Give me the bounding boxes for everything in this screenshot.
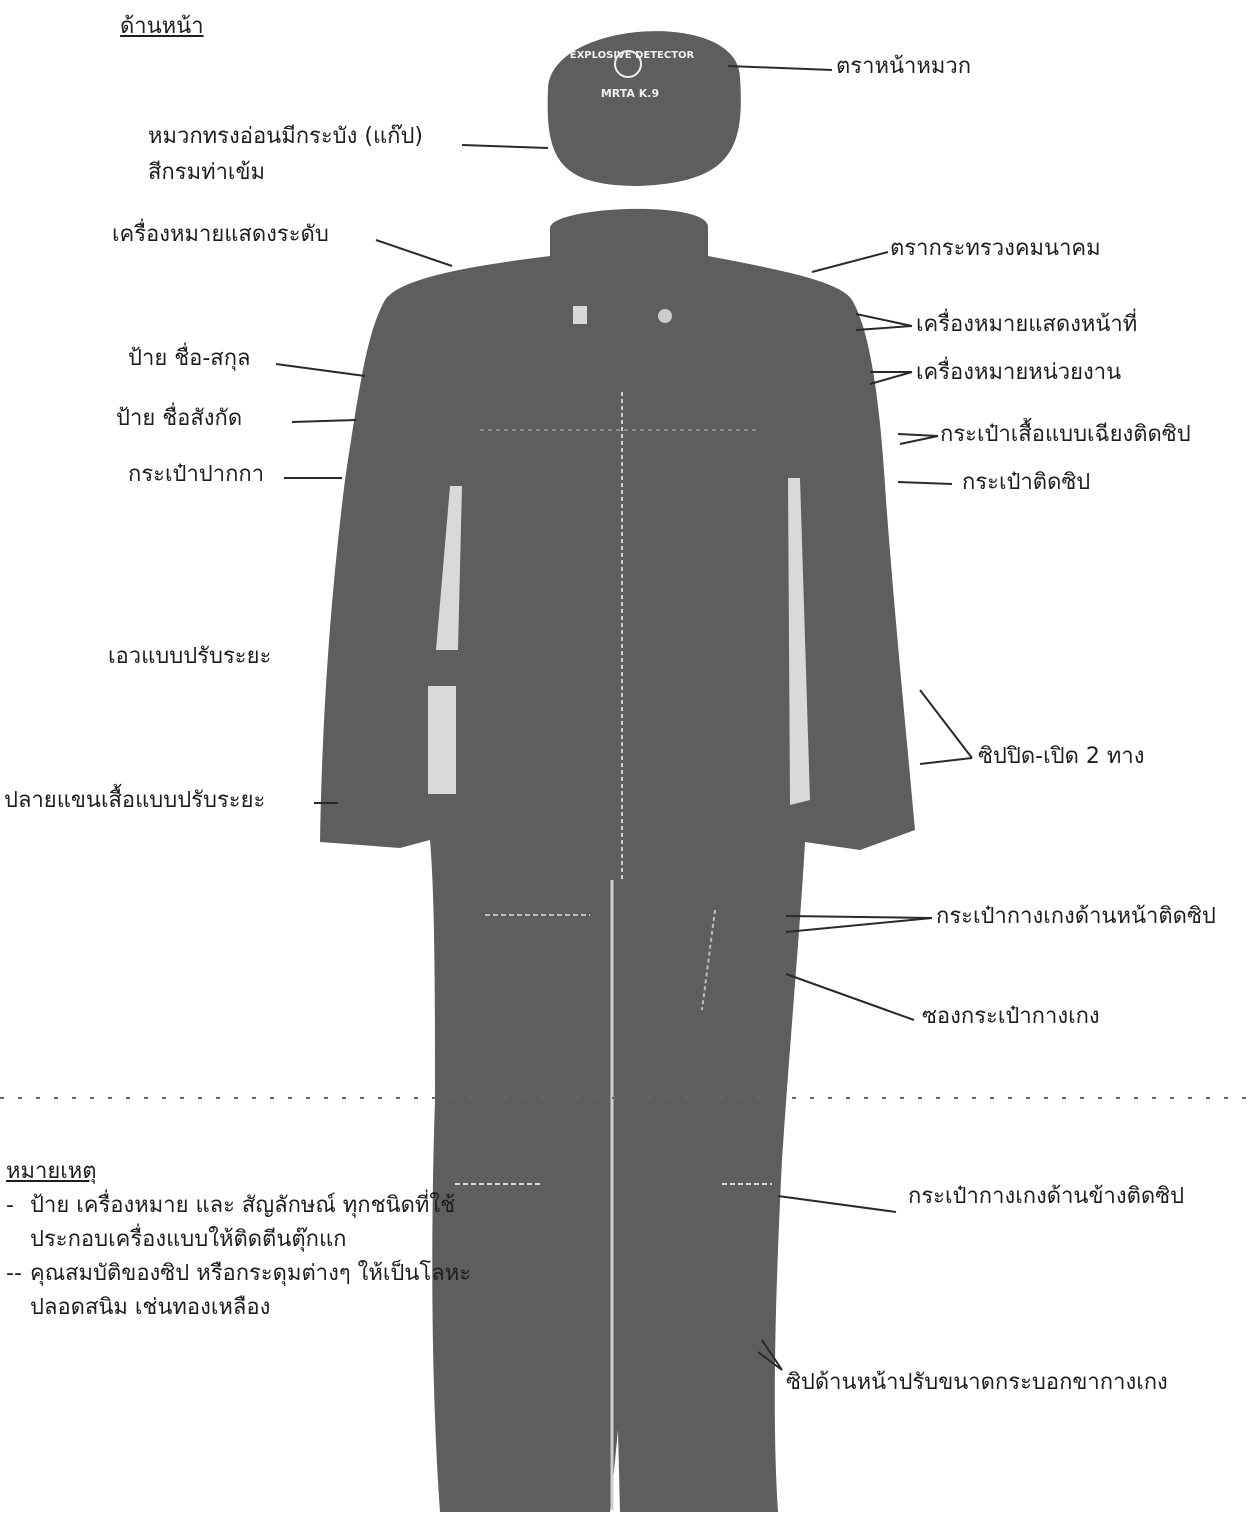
note-marker: --: [6, 1257, 22, 1291]
ministry-emblem-mark: [658, 309, 672, 323]
label-cap-badge: ตราหน้าหมวก: [836, 54, 971, 80]
label-unit-insignia: เครื่องหมายหน่วยงาน: [916, 360, 1121, 386]
label-pen-pocket: กระเป๋าปากกา: [128, 462, 264, 488]
leader-cap: [462, 145, 548, 148]
label-rank-insignia: เครื่องหมายแสดงระดับ: [112, 222, 329, 248]
leader-affiliation: [292, 420, 356, 422]
leader-two-way-zip-1: [920, 690, 972, 758]
notes-section: หมายเหตุ - ป้าย เครื่องหมาย และ สัญลักษณ…: [6, 1155, 486, 1325]
note-marker: -: [6, 1189, 14, 1223]
label-cap-line2: สีกรมท่าเข้ม: [148, 160, 265, 186]
note-item: -- คุณสมบัติของซิป หรือกระดุมต่างๆ ให้เป…: [6, 1257, 486, 1325]
leader-front-pants-1: [786, 916, 932, 918]
label-ministry-emblem: ตรากระทรวงคมนาคม: [890, 236, 1101, 262]
label-name-tag: ป้าย ชื่อ-สกุล: [128, 346, 251, 372]
note-item: - ป้าย เครื่องหมาย และ สัญลักษณ์ ทุกชนิด…: [6, 1189, 486, 1257]
label-slant-zip-pocket: กระเป๋าเสื้อแบบเฉียงติดซิป: [940, 422, 1191, 448]
label-two-way-zip: ซิปปิด-เปิด 2 ทาง: [978, 744, 1144, 770]
label-cap-line1: หมวกทรงอ่อนมีกระบัง (แก๊ป): [148, 124, 423, 150]
rank-insignia-mark: [573, 306, 587, 324]
leader-unit-2: [870, 372, 912, 384]
leader-zip-pocket: [898, 482, 952, 484]
page-title: ด้านหน้า: [120, 14, 204, 40]
leader-slant-pocket-1: [898, 434, 938, 436]
label-side-pants-pocket: กระเป๋ากางเกงด้านข้างติดซิป: [908, 1184, 1184, 1210]
leader-cap-badge: [728, 66, 832, 70]
label-duty-insignia: เครื่องหมายแสดงหน้าที่: [916, 312, 1137, 338]
label-front-pants-pocket: กระเป๋ากางเกงด้านหน้าติดซิป: [936, 904, 1216, 930]
label-pants-pocket-flap: ซองกระเป๋ากางเกง: [922, 1004, 1100, 1030]
note-text: ป้าย เครื่องหมาย และ สัญลักษณ์ ทุกชนิดที…: [30, 1193, 455, 1252]
leader-slant-pocket-2: [900, 436, 938, 444]
cap: EXPLOSIVE DETECTOR MRTA K.9: [548, 31, 741, 186]
label-adjustable-waist: เอวแบบปรับระยะ: [108, 644, 271, 670]
label-affiliation-tag: ป้าย ชื่อสังกัด: [116, 406, 242, 432]
note-text: คุณสมบัติของซิป หรือกระดุมต่างๆ ให้เป็นโ…: [30, 1261, 471, 1320]
left-waist-gap: [428, 686, 456, 794]
leader-duty-1: [856, 314, 912, 326]
label-adjustable-cuff: ปลายแขนเสื้อแบบปรับระยะ: [4, 788, 265, 814]
leader-ministry: [812, 252, 888, 272]
leader-rank-insignia: [376, 240, 452, 266]
label-zip-pocket: กระเป๋าติดซิป: [962, 470, 1090, 496]
leader-duty-2: [856, 326, 912, 330]
label-leg-zip: ซิปด้านหน้าปรับขนาดกระบอกขากางเกง: [786, 1370, 1168, 1396]
cap-badge-bottom-text: MRTA K.9: [601, 87, 659, 100]
leader-side-pants: [778, 1196, 896, 1212]
leader-pocket-flap: [786, 974, 914, 1020]
notes-heading: หมายเหตุ: [6, 1155, 486, 1189]
leader-front-pants-2: [786, 918, 932, 932]
leader-name-tag: [276, 364, 365, 376]
leader-two-way-zip-2: [920, 758, 972, 764]
